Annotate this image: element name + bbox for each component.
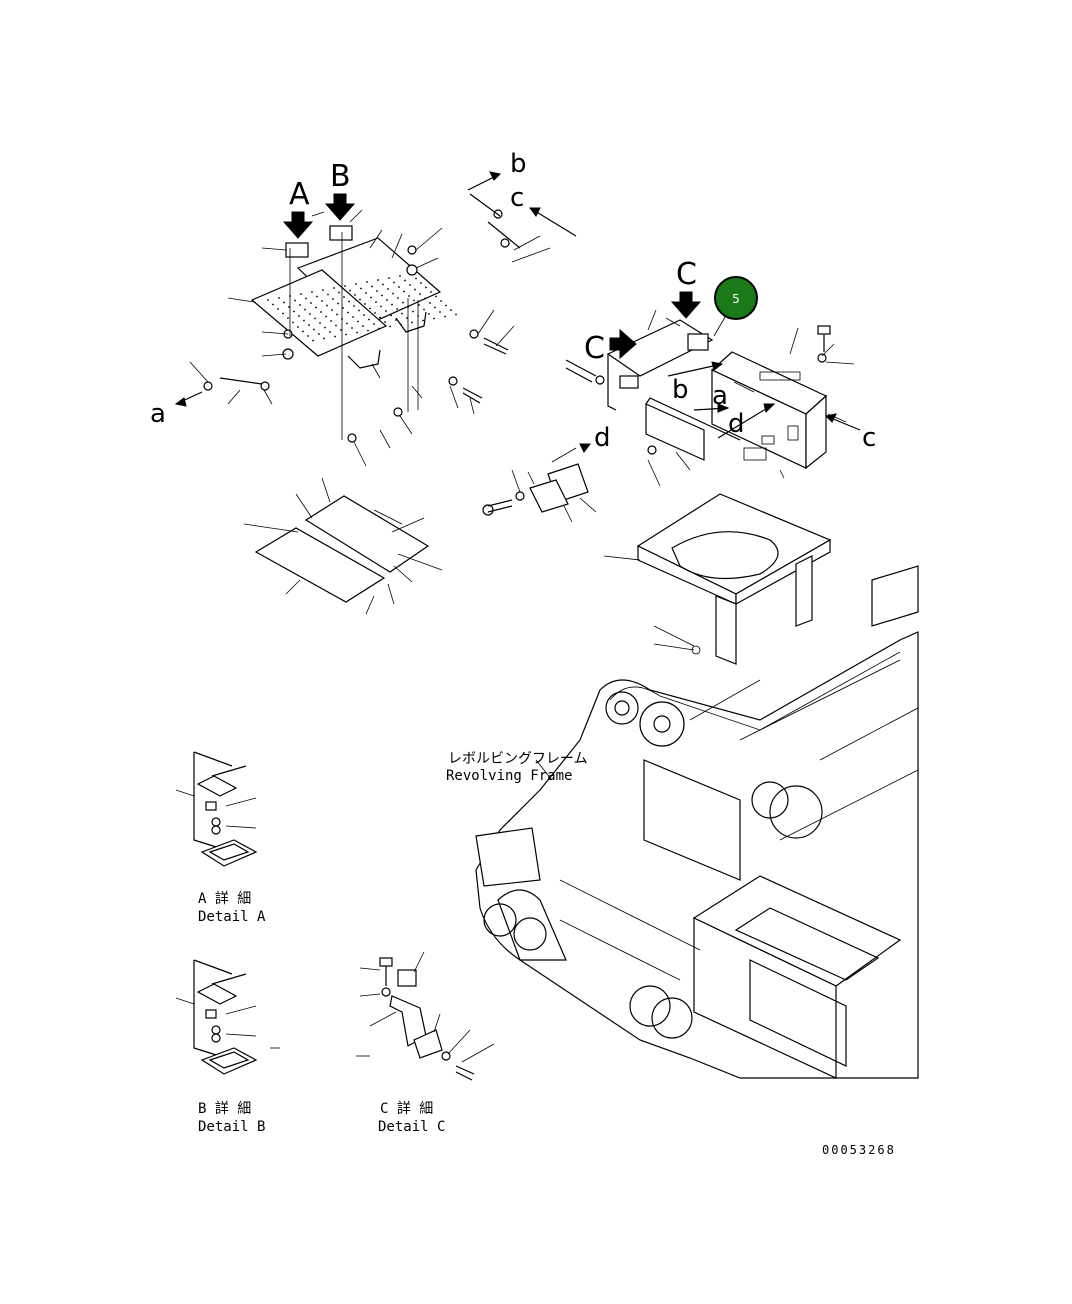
- detail-A-en: Detail A: [198, 909, 266, 925]
- callout-5[interactable]: 5: [714, 276, 758, 320]
- drawing-number: 00053268: [822, 1143, 896, 1157]
- hinge-pin-top: [487, 221, 521, 249]
- detail-C-drawing: [356, 951, 495, 1081]
- detail-C-en: Detail C: [378, 1119, 445, 1135]
- view-arrow-A: A: [282, 177, 314, 239]
- leader-letter-d-right: d: [594, 423, 611, 453]
- detail-B-caption: B 詳 細 Detail B: [198, 1101, 265, 1135]
- plate-cap-a: [285, 242, 309, 258]
- detail-C-jp: C 詳 細: [380, 1101, 433, 1117]
- detail-C-caption: C 詳 細 Detail C: [378, 1101, 445, 1135]
- frame-label-jp: レボルビングフレーム: [448, 751, 588, 767]
- view-arrow-C-left: C: [584, 328, 637, 366]
- leader-letter-d-mid: d: [728, 409, 745, 439]
- detail-A-caption: A 詳 細 Detail A: [198, 891, 266, 925]
- view-letter-B: B: [330, 159, 351, 194]
- leader-letter-c-top: c: [510, 183, 524, 213]
- clamp-group: [482, 443, 597, 523]
- leader-letter-b-mid: b: [672, 375, 689, 405]
- hinge-pin-left: [219, 377, 263, 385]
- detail-A-drawing: [175, 751, 258, 867]
- view-arrow-C-top: C: [670, 257, 702, 319]
- detail-B-drawing: [175, 959, 280, 1075]
- battery-stand: [603, 493, 832, 665]
- detail-A-jp: A 詳 細: [198, 891, 251, 907]
- plate-cap-b: [329, 225, 353, 241]
- leader-letter-a-mid: a: [712, 381, 728, 411]
- leader-letter-b-top: b: [510, 149, 527, 179]
- cover-plate-assembly: [174, 171, 597, 467]
- view-arrow-B: B: [324, 159, 356, 221]
- cover-plate-front: [250, 269, 388, 357]
- leader-letter-c-right: c: [862, 423, 876, 453]
- battery-box-assembly: [595, 309, 861, 487]
- callout-circle-icon: [714, 276, 758, 320]
- arrow-down-C-icon: [670, 291, 702, 319]
- callout-number: 5: [732, 292, 740, 306]
- arrow-down-A-icon: [282, 211, 314, 239]
- view-letter-C-left: C: [584, 331, 605, 366]
- detail-B-en: Detail B: [198, 1119, 265, 1135]
- perforation-pattern: [267, 273, 457, 342]
- arrow-right-C-icon: [609, 328, 637, 360]
- arrow-down-B-icon: [324, 193, 356, 221]
- detail-B-jp: B 詳 細: [198, 1101, 251, 1117]
- frame-label: レボルビングフレーム Revolving Frame: [446, 751, 588, 784]
- leader-letter-a-left: a: [150, 399, 166, 429]
- view-letter-C-top: C: [676, 257, 697, 292]
- revolving-frame: [475, 565, 919, 1079]
- view-letter-A: A: [289, 177, 310, 212]
- mat-gaskets: [243, 477, 443, 615]
- frame-label-en: Revolving Frame: [446, 768, 572, 784]
